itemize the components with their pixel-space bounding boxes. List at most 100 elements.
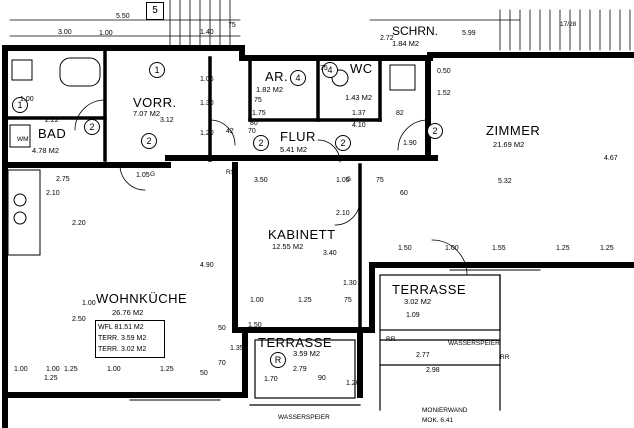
circle-marker-2c: 2	[253, 135, 269, 151]
room-name-ar: AR.	[265, 69, 289, 84]
circle-marker-2e: 2	[427, 123, 443, 139]
dim-label: 75	[228, 22, 236, 29]
dim-label: 82	[396, 110, 404, 117]
room-area-schrn: 1.84 M2	[392, 39, 420, 48]
dim-label: 2.10	[336, 210, 350, 217]
summary-terr2: TERR. 3.02 M2	[98, 346, 147, 353]
label-g1: G	[150, 171, 156, 178]
room-area-ar: 1.82 M2	[256, 85, 284, 94]
room-name-bad: BAD	[38, 126, 67, 141]
dim-label: 5.50	[116, 13, 130, 20]
diamond-marker-4a: 4	[290, 70, 306, 86]
dim-label: 2.77	[416, 352, 430, 359]
room-area-wohnkueche: 26.76 M2	[112, 308, 144, 317]
dim-label: 2.72	[380, 35, 394, 42]
room-area-terrasse-bottom: 3.59 M2	[293, 349, 321, 358]
dim-label: 5.99	[462, 30, 476, 37]
terrace-bottom-railing	[249, 339, 361, 406]
dim-label: 1.20	[200, 130, 214, 137]
door-swings	[74, 99, 468, 276]
room-area-wc: 1.43 M2	[345, 93, 373, 102]
dim-label: 50	[200, 370, 208, 377]
dim-label: 90	[318, 375, 326, 382]
dim-label: 1.50	[398, 245, 412, 252]
dim-label: 2.22	[45, 117, 59, 124]
room-area-terrasse-right: 3.02 M2	[404, 297, 432, 306]
dim-label: 1.30	[200, 100, 214, 107]
circle-marker-1a: 1	[149, 62, 165, 78]
room-area-kabinett: 12.55 M2	[272, 242, 304, 251]
room-name-terrasse-right: TERRASSE	[392, 282, 467, 297]
dim-label: 1.00	[82, 300, 96, 307]
dim-label: 3.40	[323, 250, 337, 257]
dim-label: 1.30	[343, 280, 357, 287]
room-name-schrn: SCHRN.	[392, 24, 439, 38]
room-area-vorr: 7.07 M2	[133, 109, 161, 118]
label-rr2: RR	[500, 354, 510, 361]
circle-marker-2b: 2	[141, 133, 157, 149]
label-stair-steps: 17/28	[560, 21, 577, 28]
label-mok: MOK. 6.41	[422, 417, 454, 424]
room-area-zimmer: 21.69 M2	[493, 140, 525, 149]
room-name-kabinett: KABINETT	[268, 227, 336, 242]
bottom-circle-marker: R	[270, 352, 286, 368]
dim-label: 1.25	[44, 375, 58, 382]
dim-label: 2.50	[72, 316, 86, 323]
label-wasserspeier1: WASSERSPEIER	[448, 340, 500, 347]
dim-label: 1.00	[99, 30, 113, 37]
diamond-marker-4b: 4	[322, 62, 338, 78]
dim-label: 1.05	[136, 172, 150, 179]
dim-label: 1.70	[264, 376, 278, 383]
dim-label: 80	[250, 120, 258, 127]
summary-terr1: TERR. 3.59 M2	[98, 335, 147, 342]
dim-label: 1.00	[20, 96, 34, 103]
kitchen-counter	[7, 169, 41, 256]
dim-label: 1.00	[107, 366, 121, 373]
dim-label: 1.25	[64, 366, 78, 373]
dim-label: 42	[226, 128, 234, 135]
dim-label: 70	[248, 128, 256, 135]
dim-label: 1.40	[200, 29, 214, 36]
label-g2: G	[346, 176, 352, 183]
dim-label: 1.00	[14, 366, 28, 373]
windows	[27, 264, 601, 401]
dim-label: 4.10	[352, 122, 366, 129]
label-monierwand: MONIERWAND	[422, 407, 468, 414]
dim-label: 1.00	[445, 245, 459, 252]
room-area-bad: 4.78 M2	[32, 146, 60, 155]
dim-label: 1.35	[230, 345, 244, 352]
label-wasserspeier2: WASSERSPEIER	[278, 414, 330, 421]
dim-label: 70	[218, 360, 226, 367]
dim-label: 60	[400, 190, 408, 197]
dim-label: 4.90	[200, 262, 214, 269]
dim-label: 1.09	[406, 312, 420, 319]
room-name-wohnkueche: WOHNKÜCHE	[96, 291, 188, 306]
label-wm: WM	[17, 136, 29, 143]
dim-label: 1.05	[336, 177, 350, 184]
terrace-right-railing	[379, 274, 501, 411]
dim-label: 3.12	[160, 117, 174, 124]
inner-walls	[3, 46, 382, 332]
dim-label: 1.25	[160, 366, 174, 373]
dim-label: 2.79	[293, 366, 307, 373]
dim-label: 75	[376, 177, 384, 184]
dim-label: 1.06	[200, 76, 214, 83]
dim-label: 1.52	[437, 90, 451, 97]
circle-marker-1b: 1	[12, 97, 28, 113]
dim-label: 2.98	[426, 367, 440, 374]
dim-label: 3.00	[58, 29, 72, 36]
dim-label: 2.75	[56, 176, 70, 183]
dim-label: 4.67	[604, 155, 618, 162]
label-rr1: RR	[386, 336, 396, 343]
dim-label: 1.55	[492, 245, 506, 252]
dim-label: 75	[344, 297, 352, 304]
dim-label: 5.32	[498, 178, 512, 185]
dim-label: 1.00	[46, 366, 60, 373]
dim-label: 2.20	[72, 220, 86, 227]
room-name-flur: FLUR	[280, 129, 316, 144]
dim-label: 1.25	[600, 245, 614, 252]
dim-label: 1.75	[252, 110, 266, 117]
room-name-zimmer: ZIMMER	[486, 123, 541, 138]
